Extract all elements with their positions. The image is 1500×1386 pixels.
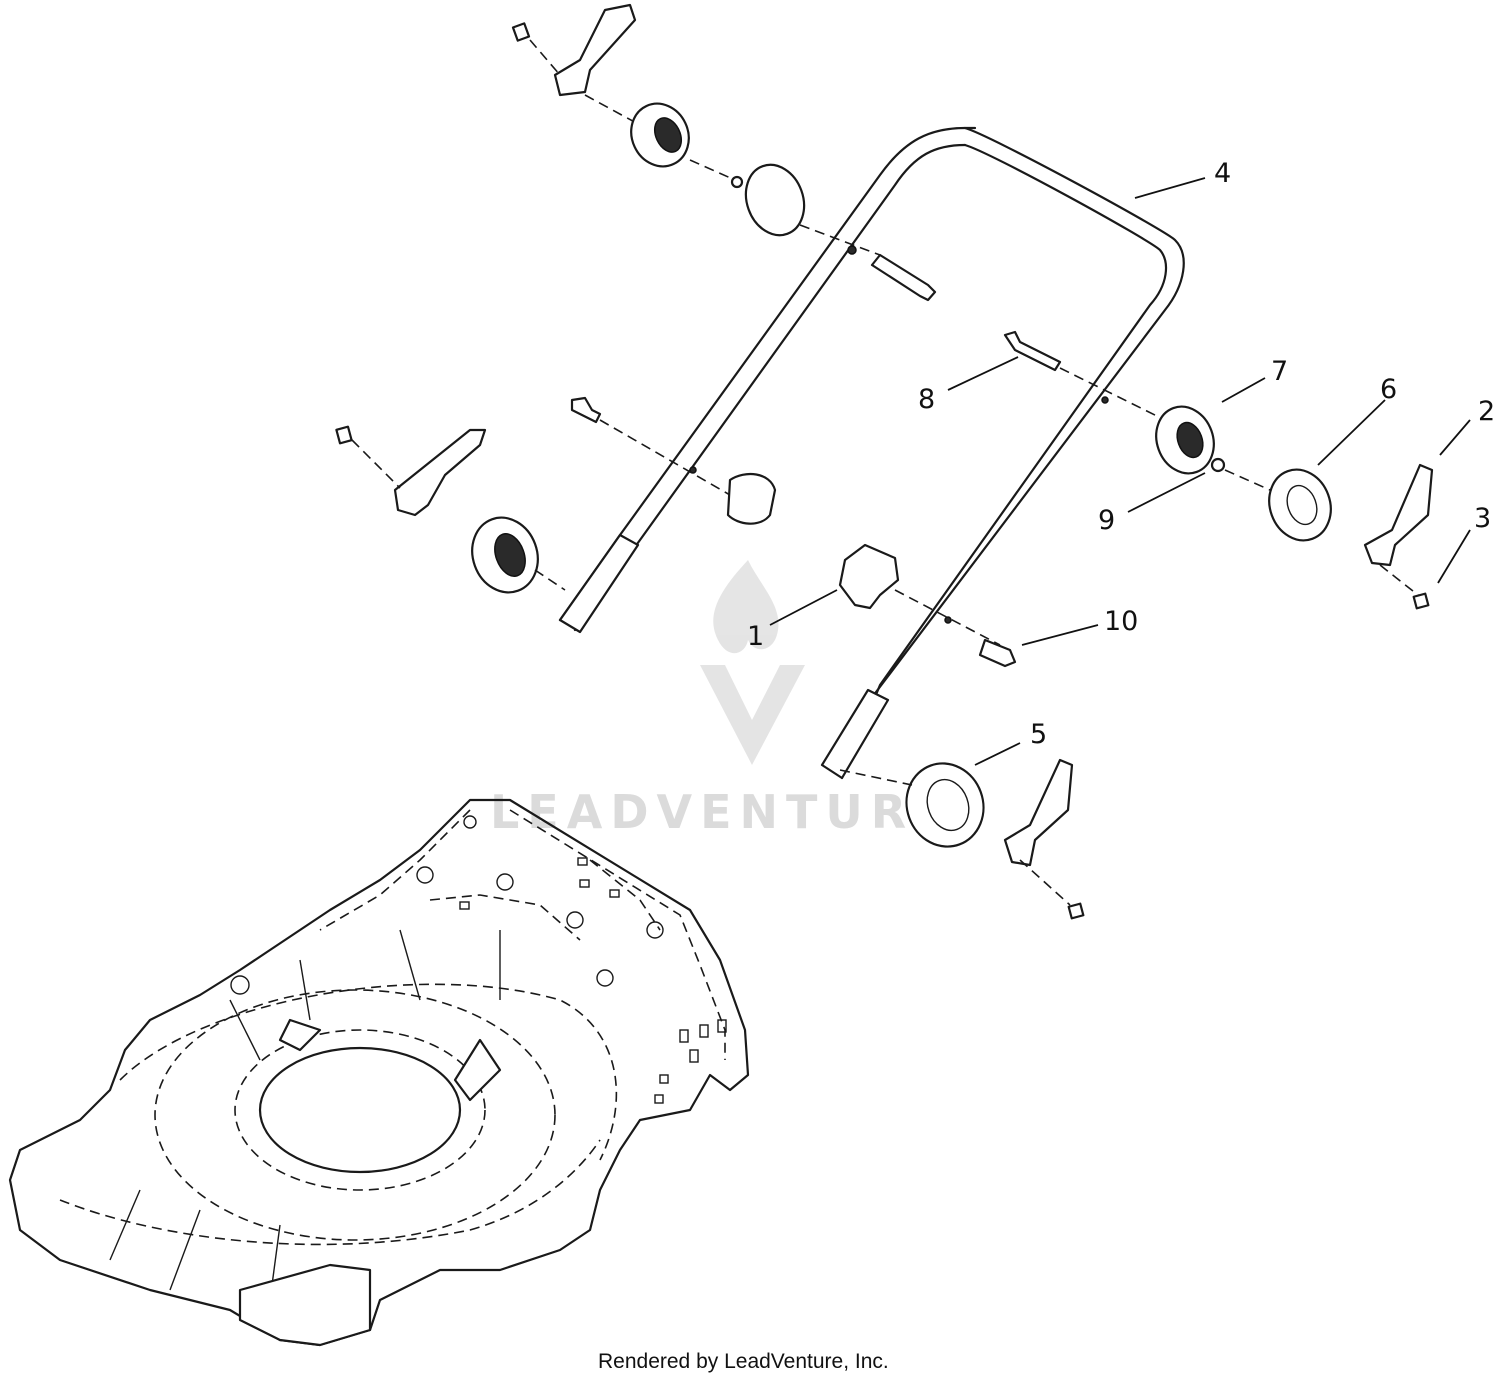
handle-assembly bbox=[558, 126, 1185, 780]
callout-4-label: 4 bbox=[1214, 158, 1231, 189]
height-lever-top bbox=[553, 3, 637, 97]
hardware bbox=[335, 3, 1434, 920]
callout-8: 8 bbox=[918, 356, 1019, 415]
callout-9-label: 9 bbox=[1098, 505, 1115, 536]
watermark-text: LEADVENTURE bbox=[490, 785, 954, 839]
callout-8-label: 8 bbox=[918, 384, 935, 415]
v-logo-icon bbox=[700, 665, 805, 765]
callout-7: 7 bbox=[1221, 356, 1288, 403]
callout-9: 9 bbox=[1098, 472, 1206, 536]
render-credit: Rendered by LeadVenture, Inc. bbox=[598, 1350, 889, 1373]
part-1-bracket bbox=[838, 543, 900, 610]
callout-2: 2 bbox=[1439, 396, 1495, 456]
callout-2-label: 2 bbox=[1478, 396, 1495, 427]
height-lever-left bbox=[393, 428, 487, 517]
callout-4: 4 bbox=[1134, 158, 1231, 199]
callout-5-label: 5 bbox=[1030, 719, 1047, 750]
callout-1: 1 bbox=[747, 589, 838, 652]
callout-10-label: 10 bbox=[1104, 606, 1138, 637]
leadventure-watermark: LEADVENTURE bbox=[490, 560, 954, 839]
callout-10: 10 bbox=[1021, 606, 1138, 646]
mower-deck bbox=[8, 798, 750, 1347]
callout-6: 6 bbox=[1317, 374, 1397, 466]
callout-7-label: 7 bbox=[1271, 356, 1288, 387]
callout-1-label: 1 bbox=[747, 621, 764, 652]
callout-6-label: 6 bbox=[1380, 374, 1397, 405]
callout-5: 5 bbox=[974, 719, 1047, 766]
callout-3: 3 bbox=[1437, 503, 1491, 584]
flame-logo-icon bbox=[713, 560, 779, 654]
part-2-lever bbox=[1363, 463, 1434, 567]
callout-3-label: 3 bbox=[1474, 503, 1491, 534]
